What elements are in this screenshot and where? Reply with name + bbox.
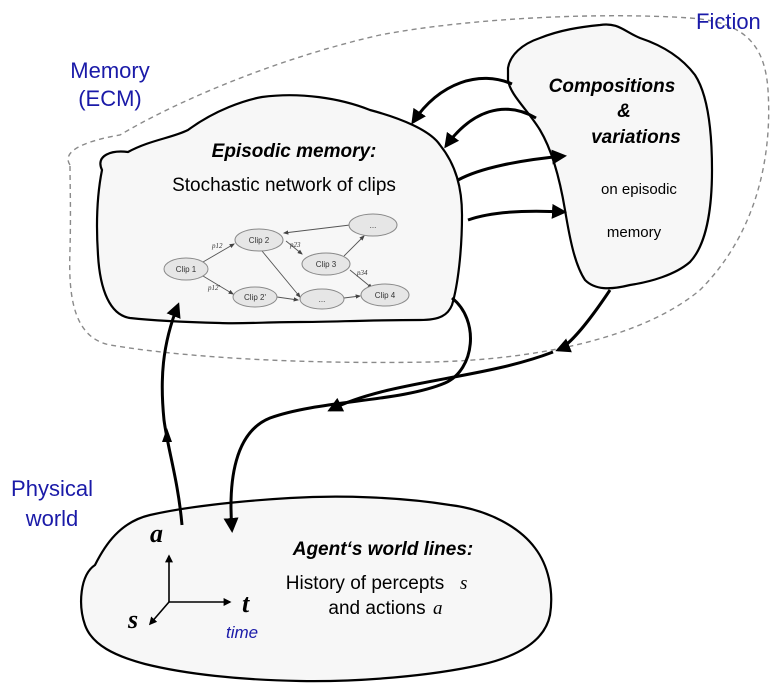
comp-to-episodic-arrow-1 <box>411 76 513 125</box>
edge-clip2-dots <box>261 250 301 298</box>
compositions-title: Compositions <box>549 76 676 97</box>
edge-clip2-clip3 <box>285 240 303 255</box>
agent-percepts-text: History of percepts <box>286 573 444 594</box>
percept-arrow-midhead <box>162 428 172 442</box>
axis-label-s: s <box>127 605 138 634</box>
node-label-clip4: Clip 4 <box>375 291 396 300</box>
axis-label-time: time <box>226 623 258 642</box>
episodic-to-comp-arrow-1 <box>457 149 567 182</box>
edge-clip3-dots <box>343 235 365 257</box>
comp-to-world-arrow <box>555 289 612 353</box>
fiction-label: Fiction <box>696 9 761 34</box>
node-label-clip1: Clip 1 <box>176 265 197 274</box>
comp-to-episodic-arrow-2 <box>444 107 537 149</box>
compositions-blob <box>506 23 714 290</box>
node-clip2prime <box>232 286 278 308</box>
agent-actions-text: and actions <box>328 598 425 619</box>
s-axis <box>148 601 170 626</box>
node-label-clip2: Clip 2 <box>249 236 270 245</box>
node-clip3 <box>301 252 351 276</box>
edge-clip2prime-dots <box>276 296 300 302</box>
clip-network: Clip 1 Clip 2 Clip 2' Clip 3 ... ... Cli… <box>163 213 410 310</box>
episodic-memory-blob <box>95 94 464 325</box>
node-dots-2 <box>348 213 398 237</box>
axis-label-a: a <box>150 519 163 548</box>
node-label-dots-1: ... <box>319 295 326 304</box>
world-label: world <box>25 506 79 531</box>
compositions-variations: variations <box>591 127 681 148</box>
compositions-memory: memory <box>607 224 662 241</box>
node-clip4 <box>360 283 410 307</box>
edge-label-p12prime: p12' <box>207 284 221 292</box>
edge-clip3-clip4 <box>349 269 373 289</box>
world-feed-arrow <box>327 350 554 412</box>
node-dots-1 <box>299 288 345 310</box>
edge-label-p12: p12 <box>211 242 223 250</box>
edge-dots-clip2 <box>282 224 351 235</box>
edge-clip1-clip2 <box>202 243 235 263</box>
episodic-title: Episodic memory: <box>212 141 377 162</box>
physical-label: Physical <box>11 476 93 501</box>
percept-arrow <box>160 302 184 526</box>
episodic-subtitle: Stochastic network of clips <box>172 175 396 196</box>
compositions-amp: & <box>617 101 631 122</box>
agent-title: Agent‘s world lines: <box>292 539 474 560</box>
memory-ecm-region <box>67 15 770 364</box>
node-clip1 <box>163 257 209 281</box>
node-label-clip2prime: Clip 2' <box>244 293 266 302</box>
memory-label: Memory <box>70 58 149 83</box>
episodic-to-world-arrow <box>223 296 472 533</box>
agent-percepts-var: s <box>460 573 467 594</box>
episodic-to-comp-arrow-2 <box>467 203 567 222</box>
memory-ecm-label: (ECM) <box>78 86 142 111</box>
compositions-on-episodic: on episodic <box>601 181 677 198</box>
edge-dots-clip4 <box>343 294 362 299</box>
node-label-clip3: Clip 3 <box>316 260 337 269</box>
agent-world-blob <box>80 495 553 683</box>
axis-label-t: t <box>242 589 250 618</box>
node-label-dots-2: ... <box>370 221 377 230</box>
edge-label-p34: p34 <box>356 269 368 277</box>
agent-actions-var: a <box>433 598 443 619</box>
edge-label-p23: p23 <box>289 241 301 249</box>
node-clip2 <box>234 228 284 252</box>
edge-clip1-clip2prime <box>202 275 234 295</box>
axes <box>148 554 232 626</box>
